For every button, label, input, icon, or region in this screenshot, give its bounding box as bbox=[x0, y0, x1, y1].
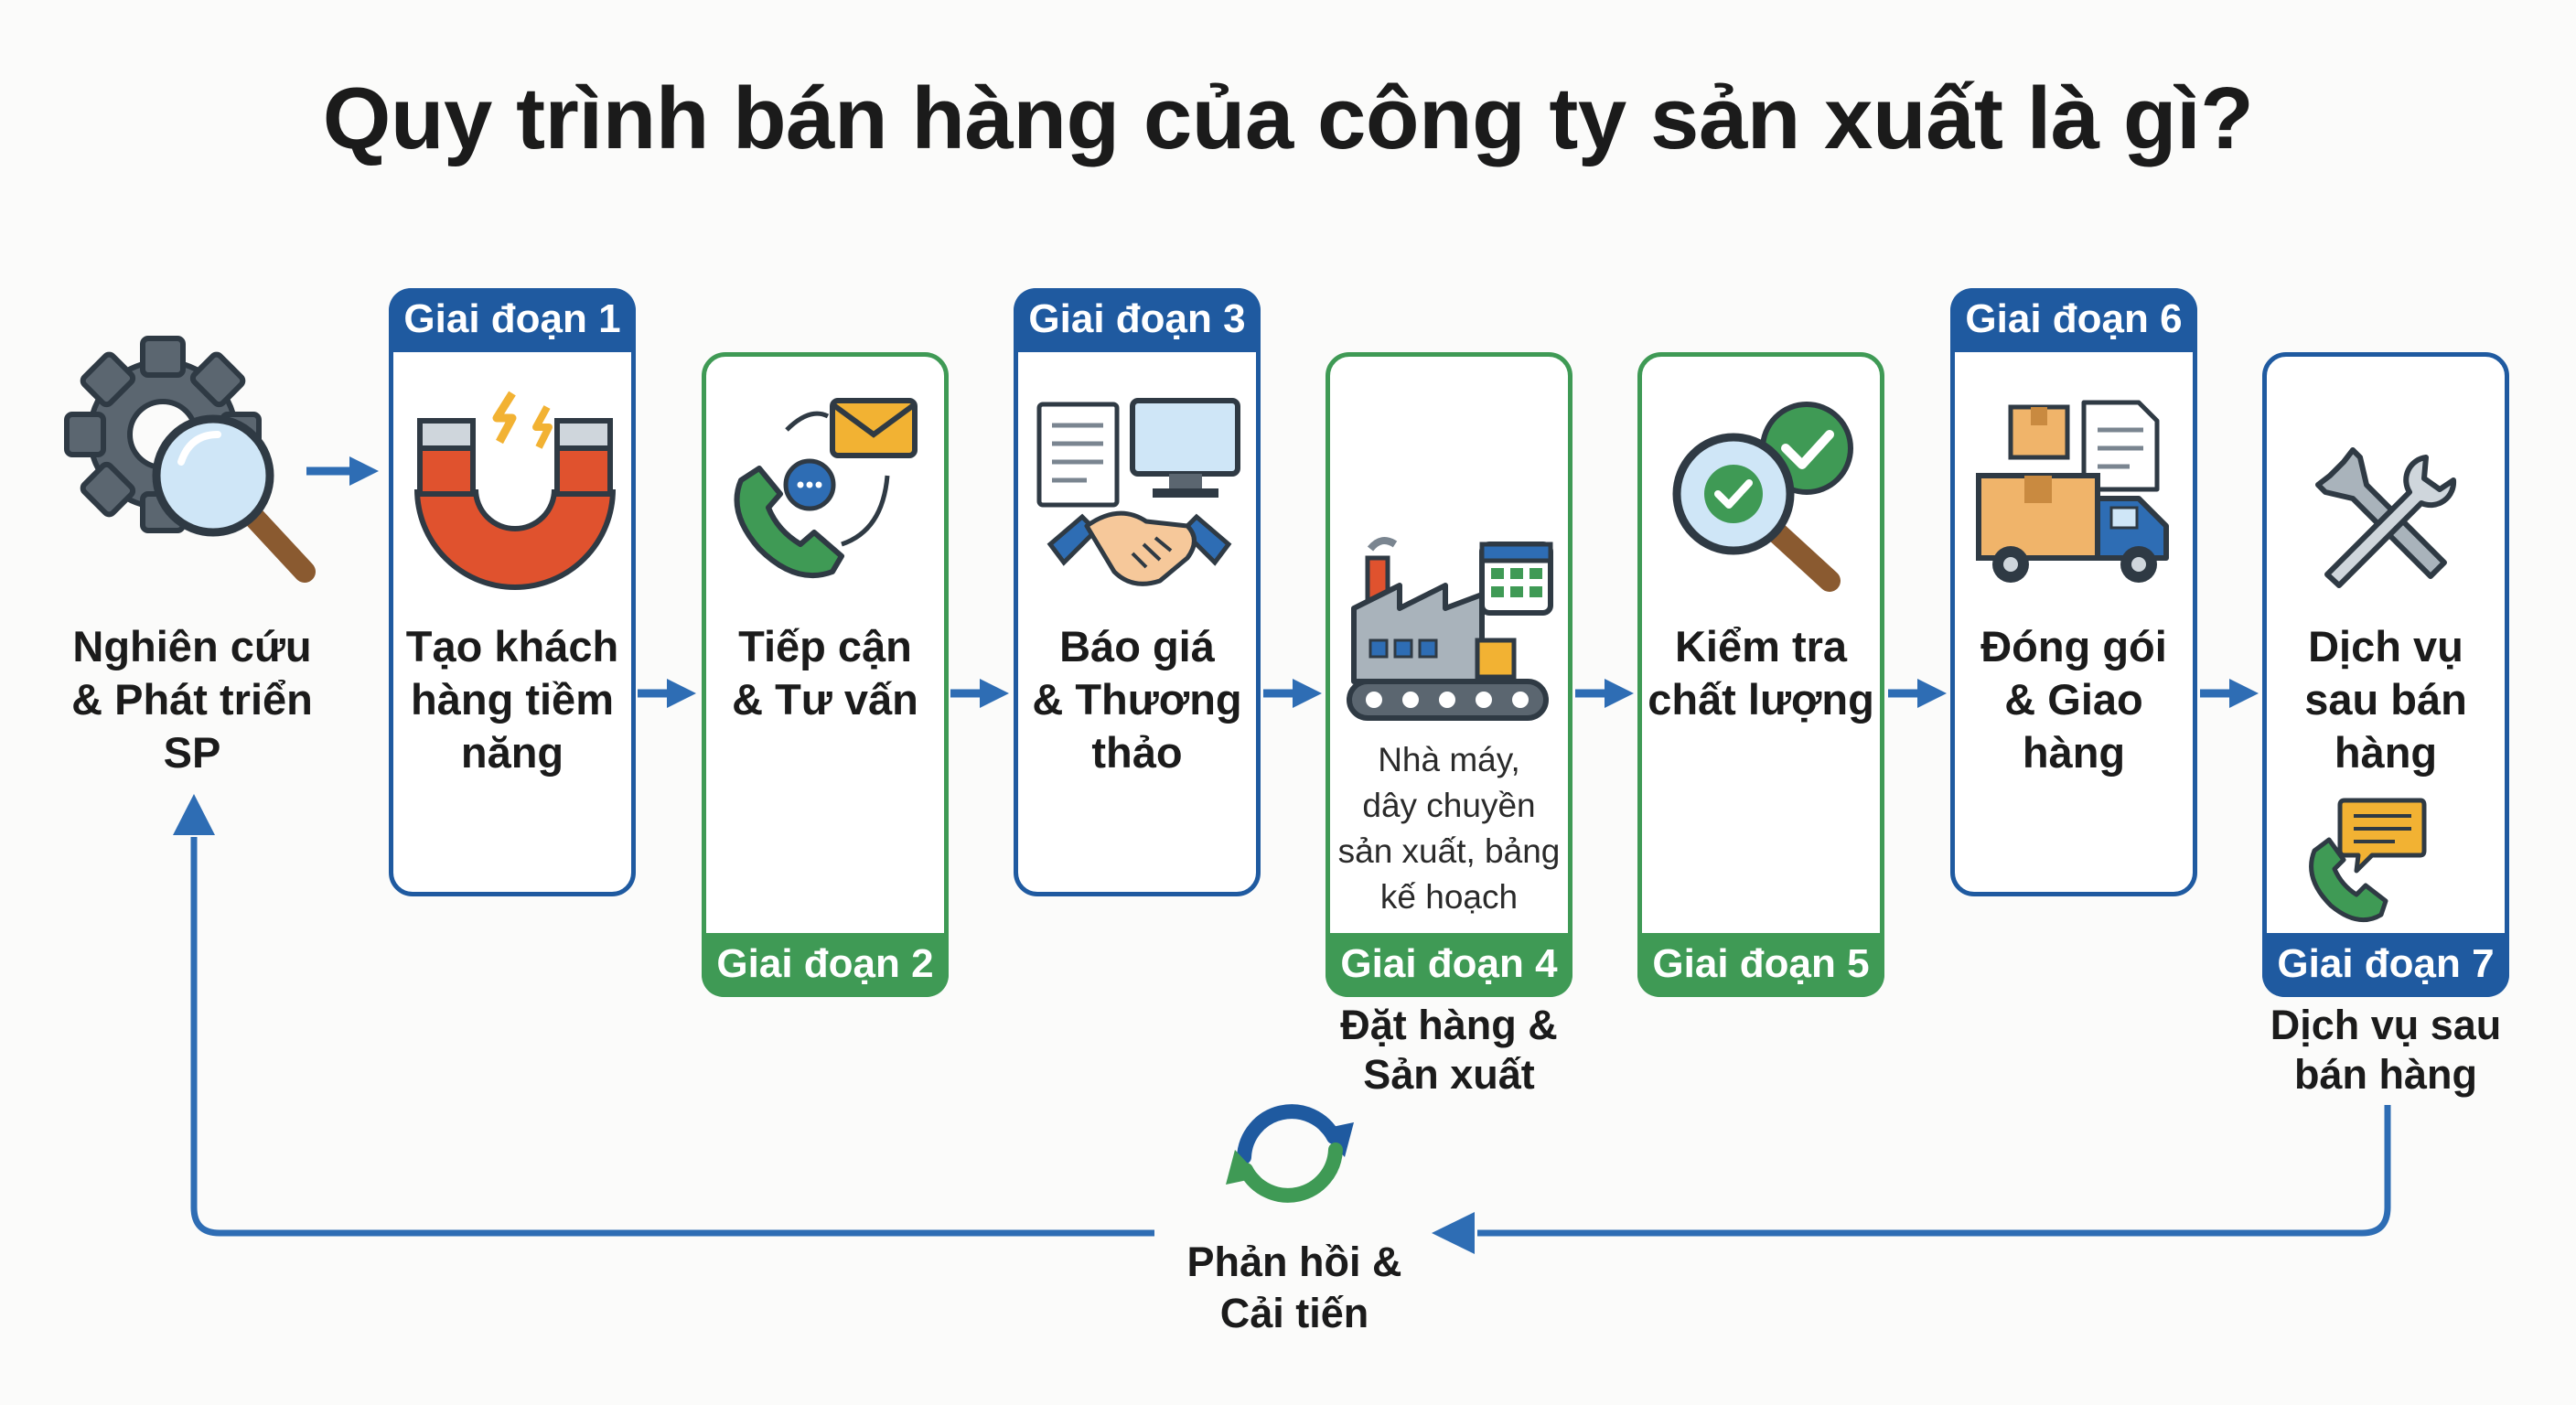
arrow-right-icon bbox=[1888, 679, 1947, 708]
stage-card-7: Giai đoạn 7 bbox=[2262, 352, 2509, 997]
stage-label-2: Tiếp cận & Tư vấn bbox=[732, 622, 918, 724]
gear-magnifier-icon bbox=[64, 336, 316, 583]
stage-tag-6: Giai đoạn 6 bbox=[1950, 288, 2197, 352]
page-title: Quy trình bán hàng của công ty sản xuất … bbox=[322, 70, 2254, 167]
magnet-icon bbox=[414, 391, 616, 590]
stage-tag-4: Giai đoạn 4 bbox=[1326, 933, 1572, 997]
arrow-right-icon bbox=[306, 456, 379, 486]
stage-label-7: Dịch vụ sau bán hàng bbox=[2304, 622, 2467, 777]
arrow-right-icon bbox=[1575, 679, 1634, 708]
stage-note-4: Nhà máy, dây chuyền sản xuất, bảng kế ho… bbox=[1337, 741, 1561, 916]
tools-icon bbox=[2315, 447, 2457, 588]
arrow-right-icon bbox=[2200, 679, 2259, 708]
handshake-icon bbox=[1036, 398, 1240, 586]
stage-label-5: Kiểm tra chất lượng bbox=[1648, 622, 1874, 724]
stage-tag-3: Giai đoạn 3 bbox=[1014, 288, 1261, 352]
stage-tag-2: Giai đoạn 2 bbox=[702, 933, 949, 997]
stage-label-1: Tạo khách hàng tiềm năng bbox=[405, 622, 619, 777]
stage-label-3: Báo giá & Thương thảo bbox=[1032, 622, 1242, 777]
phone-envelope-icon bbox=[734, 398, 918, 579]
stage-label-6: Đóng gói & Giao hàng bbox=[1980, 622, 2167, 777]
arrow-right-icon bbox=[950, 679, 1009, 708]
feedback-label: Phản hồi & Cải tiến bbox=[1186, 1239, 1402, 1336]
cycle-arrows-icon bbox=[1226, 1104, 1354, 1203]
stage-tag-1: Giai đoạn 1 bbox=[389, 288, 636, 352]
stage-card-2: Giai đoạn 2 bbox=[702, 352, 949, 997]
quality-check-icon bbox=[1672, 402, 1853, 592]
stage-caption-7: Dịch vụ sau bán hàng bbox=[2270, 1002, 2502, 1098]
stage-card-6: Giai đoạn 6 bbox=[1950, 288, 2197, 896]
delivery-truck-icon bbox=[1976, 400, 2169, 583]
factory-icon bbox=[1347, 537, 1553, 721]
stage-caption-4: Đặt hàng & Sản xuất bbox=[1340, 1002, 1558, 1098]
stage-tag-5: Giai đoạn 5 bbox=[1637, 933, 1884, 997]
arrow-right-icon bbox=[638, 679, 696, 708]
start-label: Nghiên cứu & Phát triển SP bbox=[71, 622, 313, 777]
arrow-right-icon bbox=[1263, 679, 1322, 708]
stage-card-1: Giai đoạn 1 bbox=[389, 288, 636, 896]
phone-chat-icon bbox=[2309, 798, 2427, 923]
stage-card-3: Giai đoạn 3 bbox=[1014, 288, 1261, 896]
stage-tag-7: Giai đoạn 7 bbox=[2262, 933, 2509, 997]
